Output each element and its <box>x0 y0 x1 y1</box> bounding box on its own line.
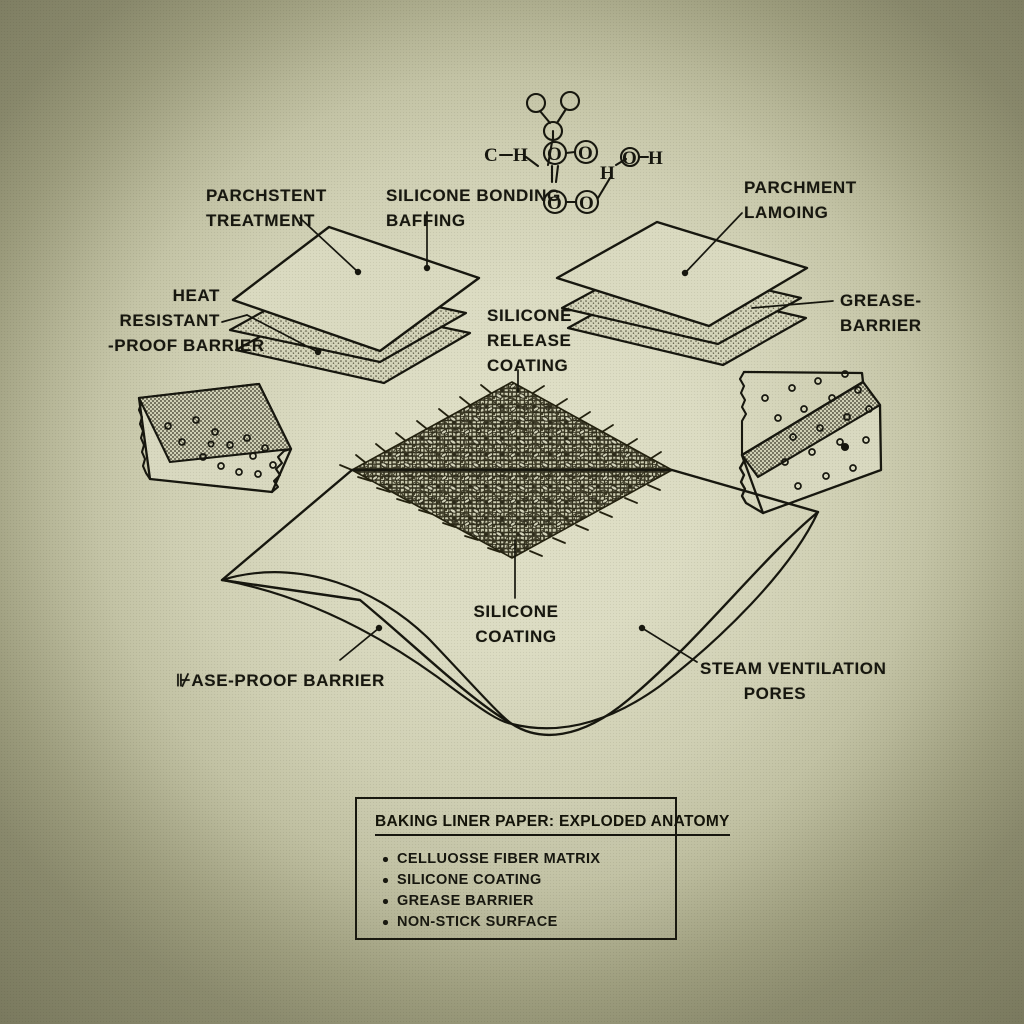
molecule-atom-O5: O <box>622 148 637 169</box>
label-silicone-bonding: SILICONE BONDING BAFFING <box>386 186 561 230</box>
label-silicone-release-coating: SILICONE RELEASE COATING <box>487 306 573 375</box>
legend-item: GREASE BARRIER <box>383 891 657 912</box>
label-parchment-treatment: PARCHSTENT TREATMENT <box>206 186 327 230</box>
label-silicone-coating: SILICONE COATING <box>473 602 559 646</box>
label-grease-barrier: GREASE- BARRIER <box>840 291 922 335</box>
right-sheet-stack <box>555 220 809 367</box>
legend-title: BAKING LINER PAPER: EXPLODED ANATOMY <box>375 813 730 836</box>
label-grease-proof-barrier: ⊮ASE-PROOF BARRIER <box>176 671 385 690</box>
molecule-atom-O1: O <box>547 144 562 165</box>
legend-list: CELLUOSSE FIBER MATRIX SILICONE COATING … <box>375 849 657 933</box>
left-cross-section <box>137 382 293 494</box>
molecule-diagram <box>498 90 650 215</box>
legend-item: NON-STICK SURFACE <box>383 912 657 933</box>
right-cross-section <box>738 370 883 515</box>
draped-base-sheet <box>220 468 820 736</box>
molecule-atom-H1: H <box>513 145 528 166</box>
left-sheet-stack <box>228 225 481 385</box>
molecule-atom-H2: H <box>600 163 615 184</box>
molecule-atom-O3: O <box>547 193 562 214</box>
legend-item: SILICONE COATING <box>383 870 657 891</box>
molecule-atom-O2: O <box>578 143 593 164</box>
label-heat-resistant: HEAT RESISTANT -PROOF BARRIER <box>108 286 265 355</box>
legend-item: CELLUOSSE FIBER MATRIX <box>383 849 657 870</box>
molecule-atom-H3: H <box>648 148 663 169</box>
label-steam-ventilation-pores: STEAM VENTILATION PORES <box>700 659 887 703</box>
molecule-atom-O4: O <box>579 193 594 214</box>
molecule-atom-C: C <box>484 145 498 166</box>
legend-box: BAKING LINER PAPER: EXPLODED ANATOMY CEL… <box>355 797 730 940</box>
leader-lines <box>221 211 834 663</box>
label-parchment-landing: PARCHMENT LAMOING <box>744 178 857 222</box>
